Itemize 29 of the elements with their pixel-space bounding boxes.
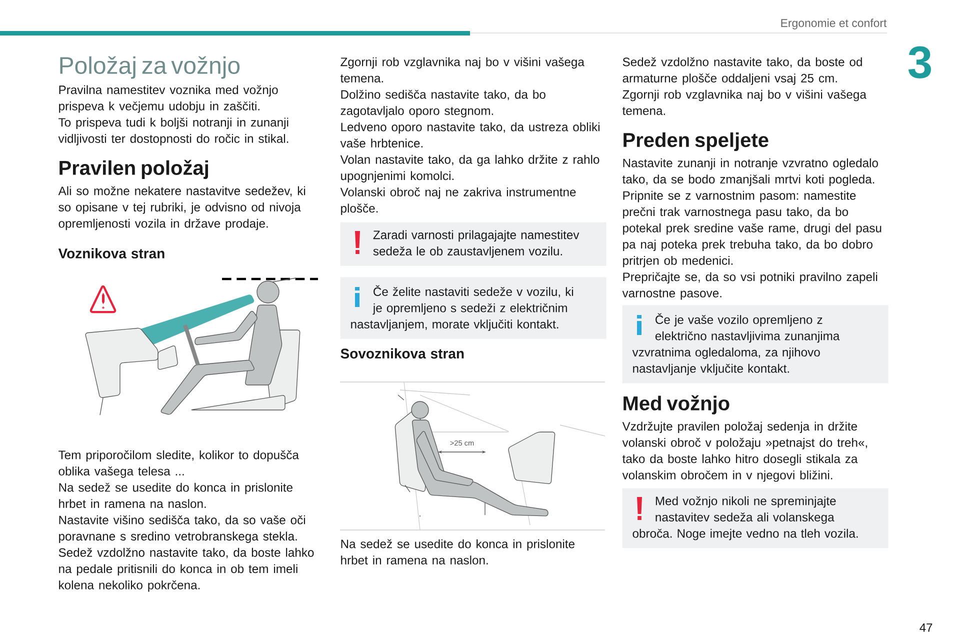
page-title: Položaj za vožnjo <box>60 56 240 79</box>
subsection-heading: Voznikova stran <box>58 248 164 258</box>
body-text: Sedež vzdolžno nastavite tako, da boste lahko na pedale pritisnili do konca in ob tem imeli kolena nekoliko pokrčena. <box>58 548 314 592</box>
info-box: Če je vaše vozilo opremljeno z električno nastavljivima zunanjima vzvratnima ogledaloma, za njihovo nastavljanje vključite kontakt. <box>622 305 888 384</box>
chapter-number: 3 <box>908 46 931 78</box>
section-heading: Med vožnjo <box>624 395 730 414</box>
body-text: Volan nastavite tako, da ga lahko držite z rahlo upognjenimi komolci. <box>340 154 600 182</box>
body-text: Nastavite višino sedišča tako, da so vaše oči poravnane s sredino vetrobranskega stekla. <box>59 515 306 543</box>
body-text: Nastavite zunanji in notranje vzvratno ogledalo tako, da se bodo zmanjšali mrtvi koti pogleda. <box>622 158 878 186</box>
body-text: Zgornji rob vzglavnika naj bo v višini vašega temena. <box>340 57 584 82</box>
info-box: Če želite nastaviti sedeže v vozilu, ki je opremljeno s sedeži z električnim nastavljanjem, morate vključiti kontakt. <box>340 277 606 339</box>
body-text: Na sedež se usedite do konca in prislonite hrbet in ramena na naslon. <box>59 482 292 508</box>
warning-box: Zaradi varnosti prilagajajte namestitev sedeža le ob zaustavljenem vozilu. <box>340 222 606 266</box>
body-text: Sedež vzdolžno nastavite tako, da boste od armaturne plošče oddaljeni vsaj 25 cm. <box>622 57 862 85</box>
body-text: Tem priporočilom sledite, kolikor to dopušča oblika vašega telesa ... <box>58 450 299 478</box>
body-text: Pravilna namestitev voznika med vožnjo prispeva k večjemu udobju in zaščiti. <box>59 85 278 113</box>
body-text: Zgornji rob vzglavnika naj bo v višini vašega temena. <box>622 90 866 116</box>
body-text: Ali so možne nekatere nastavitve sedežev, ki so opisane v tej rubriki, je odvisno od nivoja opremljenosti vozila in države prodaje. <box>58 186 306 230</box>
warning-box: Med vožnjo nikoli ne spreminjajte nastavitev sedeža ali volanskega obroča. Noge imejte vedno na tleh vozila. <box>622 488 888 548</box>
body-text: Dolžino sedišča nastavite tako, da bo zagotavljalo oporo stegnom. <box>340 90 546 118</box>
page-number: 47 <box>920 623 932 632</box>
body-text: Ledveno oporo nastavite tako, da ustreza obliki vaše hrbtenice. <box>340 122 600 148</box>
body-text: Prepričajte se, da so vsi potniki pravilno zapeli varnostne pasove. <box>622 272 878 300</box>
running-header: Ergonomie et confort <box>781 18 887 30</box>
section-heading: Preden speljete <box>624 132 768 152</box>
section-heading: Pravilen položaj <box>60 160 208 179</box>
body-text: To prispeva tudi k boljši notranji in zunanji vidljivosti ter dostopnosti do ročic in stikal. <box>58 118 288 146</box>
body-text: Pripnite se z varnostnim pasom: namestite prečni trak varnostnega pasu tako, da bo potekal prek sredine vaše rame, drugi del pasu pa naj poteka prek trebuha tako, da bo dobro pritrjen ob medenici. <box>623 190 882 268</box>
body-text: Na sedež se usedite do konca in prislonite hrbet in ramena na naslon. <box>341 539 574 564</box>
